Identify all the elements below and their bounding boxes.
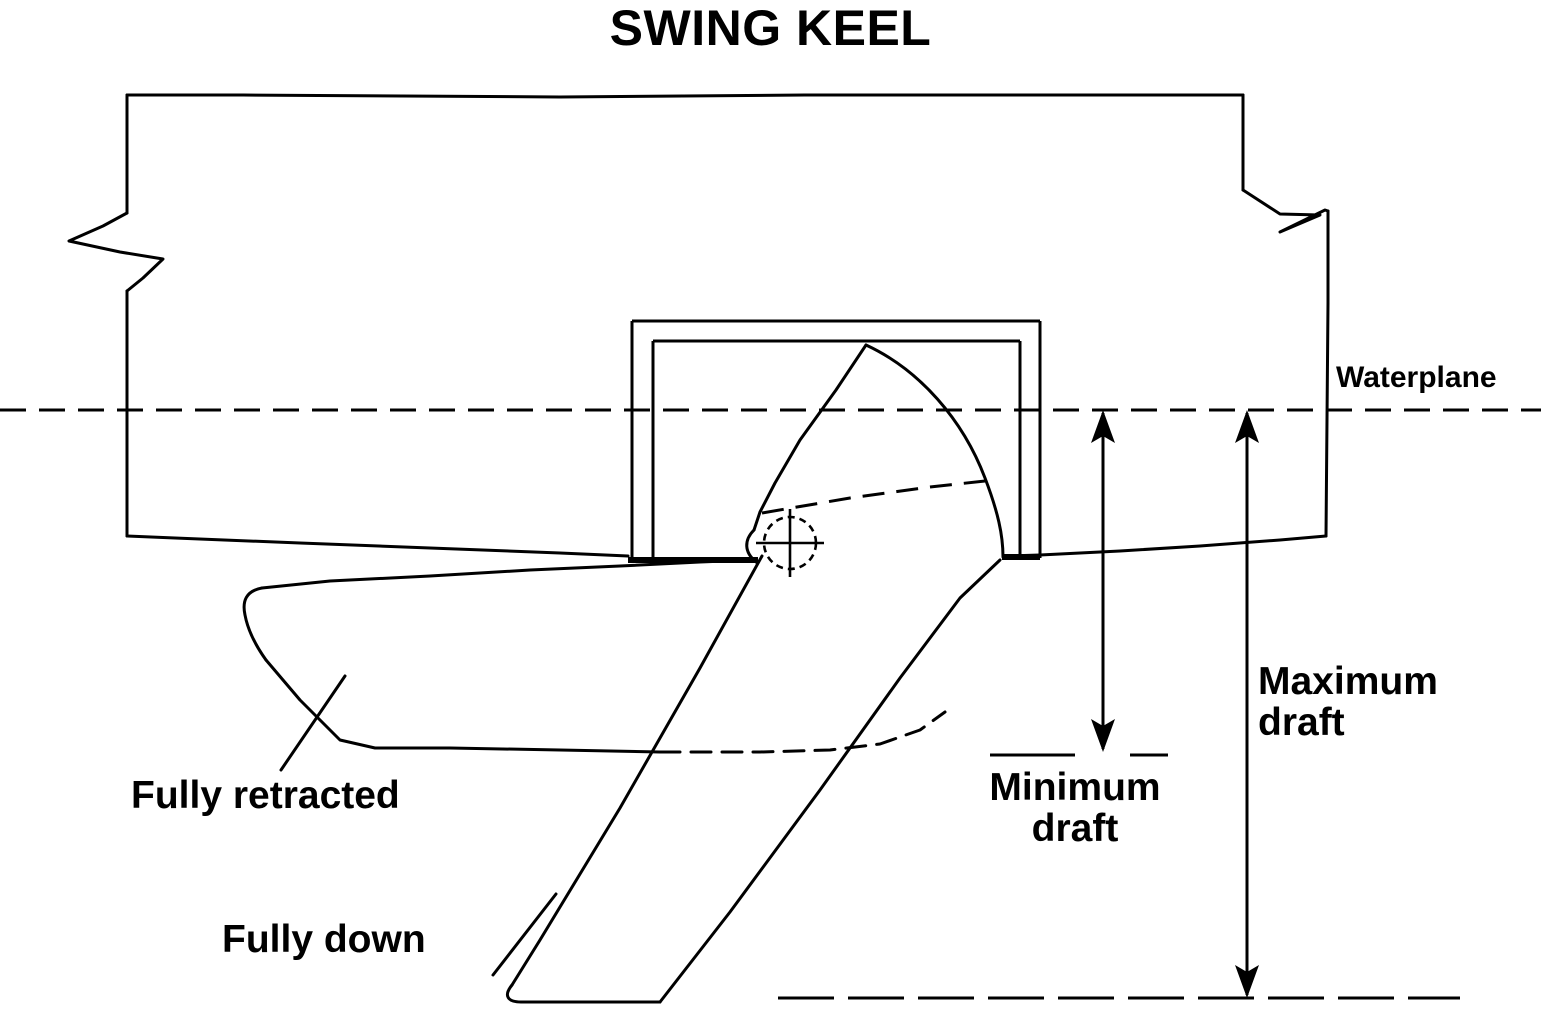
- leader-lines: [279, 674, 558, 977]
- page-title: SWING KEEL: [609, 0, 932, 56]
- maximum-draft-label-line1: Maximum: [1258, 660, 1438, 703]
- fully-retracted-label: Fully retracted: [131, 774, 400, 817]
- pivot-center-mark: [745, 509, 824, 577]
- keel-hidden-edge-dashed: [761, 479, 986, 515]
- waterplane-label: Waterplane: [1336, 361, 1497, 394]
- keel-down-blade: [505, 554, 1002, 1004]
- maximum-draft-dimension: [778, 410, 1460, 1000]
- keel-retracted-in-trunk: [752, 343, 1005, 559]
- keel-retracted-outline: [242, 558, 947, 754]
- maximum-draft-label-line2: draft: [1258, 700, 1345, 744]
- minimum-draft-dimension: [990, 410, 1168, 757]
- keel-trunk: [628, 319, 1042, 563]
- hull-outline: [67, 93, 1330, 558]
- minimum-draft-label-line2: draft: [1031, 806, 1119, 850]
- fully-down-label: Fully down: [222, 918, 426, 961]
- minimum-draft-label-line1: Minimum: [989, 766, 1161, 809]
